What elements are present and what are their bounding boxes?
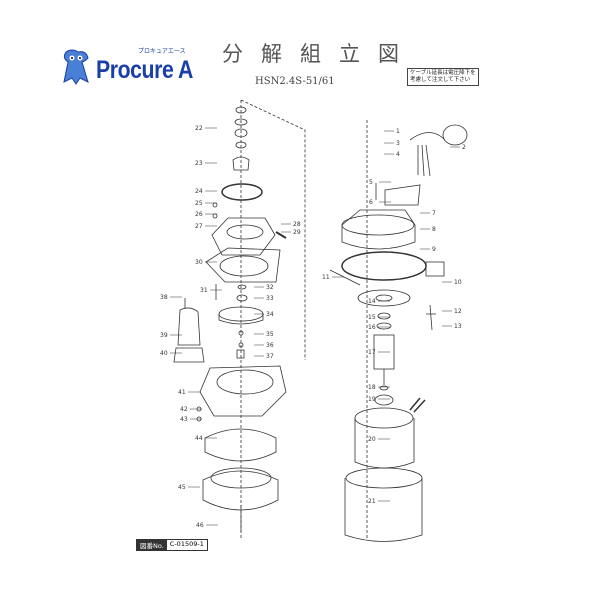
part-number-34: 34: [266, 311, 274, 318]
part-number-13: 13: [454, 323, 462, 330]
mascot-icon: [63, 49, 89, 85]
part-number-5: 5: [369, 179, 373, 186]
part-number-38: 38: [160, 294, 168, 301]
part-number-15: 15: [368, 314, 376, 321]
part-number-10: 10: [454, 279, 462, 286]
part-number-17: 17: [368, 349, 376, 356]
part-number-33: 33: [266, 295, 274, 302]
part-number-23: 23: [195, 160, 203, 167]
part-number-14: 14: [368, 298, 376, 305]
part-number-6: 6: [369, 199, 373, 206]
part-number-42: 42: [180, 406, 188, 413]
part-number-40: 40: [160, 350, 168, 357]
leader-lines: [170, 127, 460, 526]
part-number-16: 16: [368, 324, 376, 331]
part-number-22: 22: [195, 125, 203, 132]
part-number-28: 28: [293, 221, 301, 228]
part-number-35: 35: [266, 331, 274, 338]
part-number-25: 25: [195, 200, 203, 207]
part-number-3: 3: [396, 140, 400, 147]
procure-a-logo: プロキュアエース Procure A: [58, 48, 208, 88]
part-number-41: 41: [178, 389, 186, 396]
part-number-36: 36: [266, 342, 274, 349]
part-number-45: 45: [178, 484, 186, 491]
drawing-number: C-01509-1: [169, 540, 204, 548]
part-number-11: 11: [322, 274, 330, 281]
part-number-37: 37: [266, 353, 274, 360]
part-number-43: 43: [180, 416, 188, 423]
part-number-44: 44: [195, 435, 203, 442]
part-number-24: 24: [195, 188, 203, 195]
part-number-20: 20: [368, 436, 376, 443]
model-number: HSN2.4S-51/61: [255, 76, 335, 87]
part-number-4: 4: [396, 151, 400, 158]
part-number-46: 46: [196, 522, 204, 529]
part-number-31: 31: [200, 287, 208, 294]
part-number-26: 26: [195, 211, 203, 218]
part-number-12: 12: [454, 308, 462, 315]
logo-kana: プロキュアエース: [138, 48, 186, 55]
part-number-30: 30: [195, 259, 203, 266]
part-number-19: 19: [368, 396, 376, 403]
left-offset-centerline: [240, 99, 306, 360]
part-number-2: 2: [462, 144, 466, 151]
left-parts: [173, 106, 287, 532]
page-title: 分解組立図: [222, 42, 417, 66]
part-number-8: 8: [432, 226, 436, 233]
part-number-21: 21: [368, 498, 376, 505]
part-number-32: 32: [266, 284, 274, 291]
drawing-number-label: 図番No.: [137, 540, 167, 550]
cable-note: ケーブル延長は電圧降下を考慮して注文して下さい: [407, 68, 479, 86]
right-parts: [329, 124, 468, 542]
part-number-18: 18: [368, 384, 376, 391]
drawing-number-box: 図番No. C-01509-1: [136, 539, 208, 551]
part-number-9: 9: [432, 246, 436, 253]
part-number-39: 39: [160, 332, 168, 339]
part-number-1: 1: [396, 128, 400, 135]
part-number-27: 27: [195, 223, 203, 230]
part-number-7: 7: [432, 210, 436, 217]
part-number-29: 29: [293, 229, 301, 236]
logo-text: Procure A: [96, 56, 193, 84]
